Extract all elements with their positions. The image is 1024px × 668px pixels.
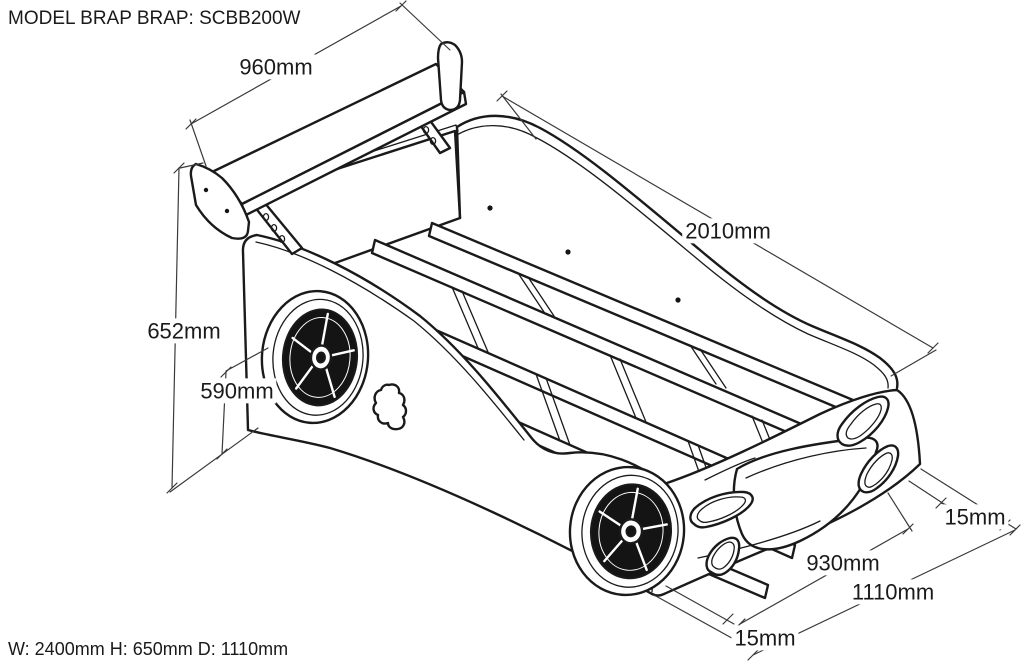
headlight-upper <box>836 395 890 447</box>
dim-930 <box>734 492 914 630</box>
dim-label-side-thickness: 15mm <box>941 504 1009 530</box>
spec-summary: W: 2400mm H: 650mm D: 1110mm <box>8 639 289 659</box>
dim-label-spoiler-width: 960mm <box>236 54 316 80</box>
spoiler-plank <box>210 62 468 218</box>
mouth-grille <box>697 436 879 559</box>
dim-label-total-height: 652mm <box>144 318 224 344</box>
front-wheel-spokes <box>598 487 668 572</box>
spoiler <box>189 41 468 256</box>
front-bumper-face <box>689 395 900 576</box>
front-wheel <box>568 465 686 597</box>
spoiler-end-plate-left <box>189 162 251 240</box>
dim-label-overall-width: 1110mm <box>848 579 938 605</box>
rear-wheel-spokes <box>291 312 355 399</box>
dim-label-front-thickness: 15mm <box>731 625 799 651</box>
headlight-lower <box>857 444 900 494</box>
vent-upper <box>689 490 754 529</box>
dim-label-bed-length: 2010mm <box>682 218 774 244</box>
dim-label-body-height: 590mm <box>197 378 277 404</box>
spoiler-end-plate-right <box>436 41 464 112</box>
far-side-panel <box>454 114 899 390</box>
dim-label-inner-width: 930mm <box>803 550 883 576</box>
exhaust-cloud <box>372 383 408 431</box>
rear-wheel <box>260 289 370 425</box>
dim-floor-extension <box>169 427 259 493</box>
vent-lower <box>705 536 741 576</box>
drawing-title: MODEL BRAP BRAP: SCBB200W <box>8 8 301 29</box>
